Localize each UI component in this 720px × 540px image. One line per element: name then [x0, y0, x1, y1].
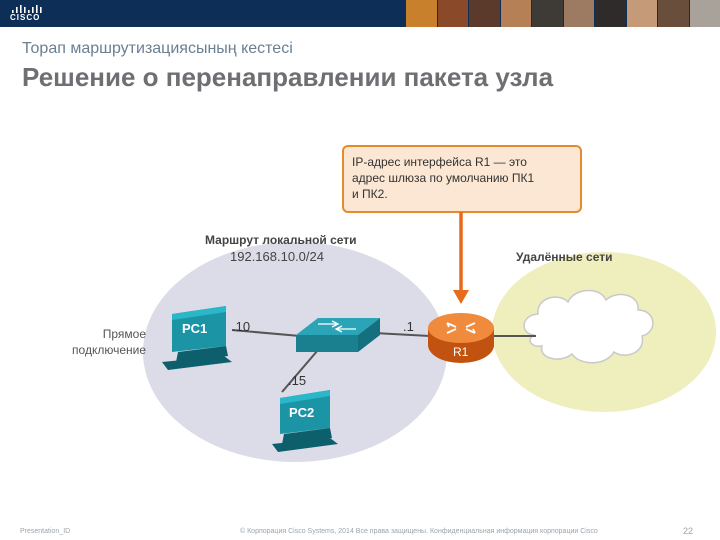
header-photo — [405, 0, 437, 27]
page-title: Решение о перенаправлении пакета узла — [22, 62, 554, 92]
logo-text: CISCO — [10, 13, 41, 22]
footer-copyright: © Корпорация Cisco Systems, 2014 Все пра… — [240, 528, 598, 535]
link-switch-pc2 — [281, 349, 319, 393]
header-photo — [562, 0, 594, 27]
router-icon — [428, 313, 494, 363]
remote-networks-label: Удалённые сети — [516, 250, 613, 264]
local-network-area — [143, 242, 447, 462]
header-photo — [531, 0, 563, 27]
callout-line-1: IP-адрес интерфейса R1 — это — [352, 155, 527, 169]
footer-presentation-id: Presentation_ID — [20, 528, 71, 535]
switch-icon — [296, 318, 380, 352]
cisco-logo-icon — [12, 5, 42, 13]
callout-line-3: и ПК2. — [352, 187, 388, 201]
header-photo — [436, 0, 468, 27]
cloud-icon — [523, 289, 654, 364]
header-photo-strip — [405, 0, 720, 27]
direct-connection-line-1: Прямое — [103, 327, 147, 341]
callout-arrow-icon — [453, 212, 469, 304]
header-photo — [499, 0, 531, 27]
direct-connection-line-2: подключение — [72, 343, 146, 357]
pc2-label: PC2 — [289, 405, 314, 420]
header-photo — [468, 0, 500, 27]
header-photo — [625, 0, 657, 27]
link-pc1-switch — [231, 329, 301, 337]
header-photo — [657, 0, 689, 27]
router-ip: .1 — [403, 319, 414, 334]
header-photo — [688, 0, 720, 27]
pc1-label: PC1 — [182, 321, 207, 336]
pc2-ip: .15 — [288, 373, 306, 388]
header-photo — [594, 0, 626, 27]
link-switch-router — [374, 332, 431, 337]
pc1-ip: .10 — [232, 319, 250, 334]
callout-line-2: адрес шлюза по умолчанию ПК1 — [352, 171, 534, 185]
header-bar: CISCO — [0, 0, 720, 27]
local-route-network: 192.168.10.0/24 — [230, 249, 324, 264]
page-number: 22 — [683, 526, 694, 536]
local-route-title: Маршрут локальной сети — [205, 233, 357, 247]
router-label: R1 — [453, 345, 469, 359]
page-subtitle: Торап маршрутизациясының кестесі — [22, 40, 293, 57]
pc1-icon — [162, 306, 232, 370]
pc2-icon — [272, 390, 338, 452]
